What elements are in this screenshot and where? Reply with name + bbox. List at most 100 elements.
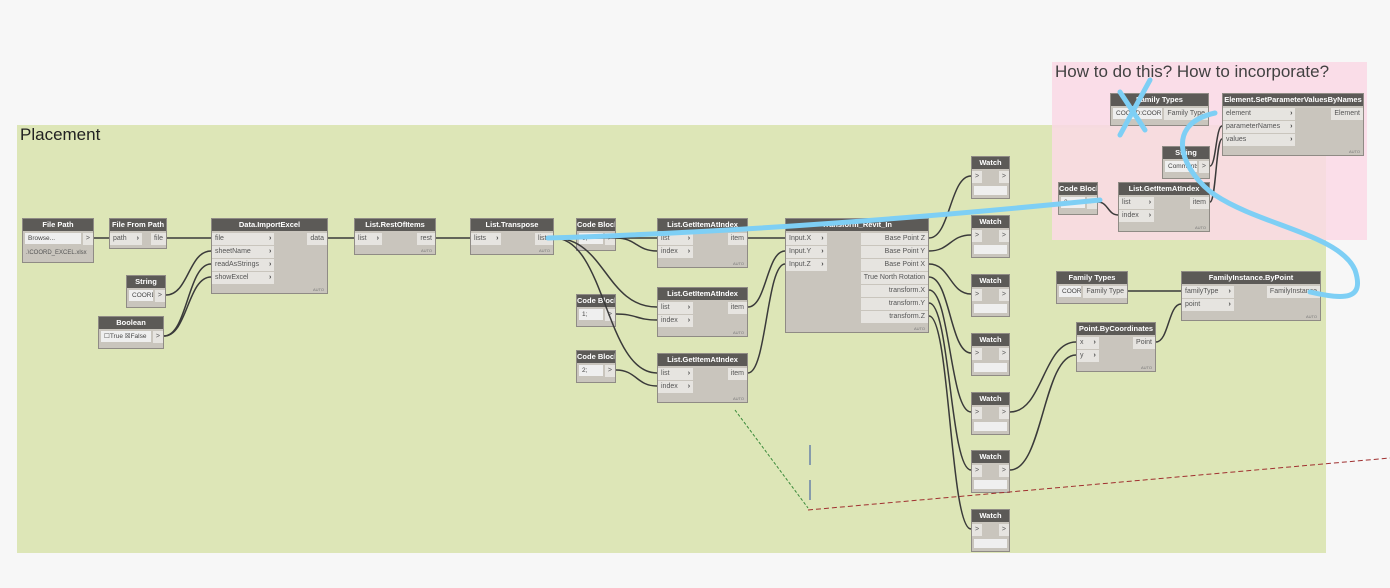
node-w3[interactable]: Watch>>	[971, 274, 1010, 317]
input-port[interactable]: file›	[212, 233, 275, 245]
node-w5[interactable]: Watch>>	[971, 392, 1010, 435]
input-port[interactable]: index›	[658, 246, 694, 258]
input-port[interactable]: index›	[1119, 210, 1155, 222]
output-port[interactable]: rest	[417, 233, 435, 245]
input-port[interactable]: element›	[1223, 108, 1296, 120]
output-port[interactable]: >	[604, 365, 615, 377]
output-port[interactable]: Base Point X	[860, 259, 928, 271]
input-port[interactable]: list›	[658, 368, 694, 380]
output-port[interactable]: >	[152, 331, 163, 343]
output-port[interactable]: transform.Y	[860, 298, 928, 310]
input-port[interactable]: parameterNames›	[1223, 121, 1296, 133]
output-port[interactable]: file	[151, 233, 166, 245]
output-port[interactable]: >	[998, 524, 1009, 536]
output-port[interactable]: Element	[1331, 108, 1363, 120]
node-value[interactable]: 1;	[579, 309, 603, 320]
input-port[interactable]: lists›	[471, 233, 502, 245]
node-value[interactable]: COORD:COORD ▾	[1113, 108, 1163, 119]
node-value[interactable]: Comments	[1165, 161, 1197, 172]
output-port[interactable]: >	[82, 233, 93, 245]
output-port[interactable]: data	[307, 233, 327, 245]
input-port[interactable]: y›	[1077, 350, 1099, 362]
output-port[interactable]: Base Point Z	[860, 233, 928, 245]
output-port[interactable]: FamilyInstance	[1266, 286, 1320, 298]
output-port[interactable]: True North Rotation	[860, 272, 928, 284]
output-port[interactable]: >	[154, 290, 165, 302]
output-port[interactable]: >	[998, 289, 1009, 301]
output-port[interactable]: >	[998, 171, 1009, 183]
input-port[interactable]: list›	[355, 233, 382, 245]
input-port[interactable]: x›	[1077, 337, 1099, 349]
output-port[interactable]: item	[727, 302, 747, 314]
input-port[interactable]: >	[972, 230, 983, 242]
node-value[interactable]: 2;	[579, 365, 603, 376]
input-port[interactable]: sheetName›	[212, 246, 275, 258]
output-port[interactable]: >	[998, 465, 1009, 477]
input-port[interactable]: >	[972, 524, 983, 536]
input-port[interactable]: values›	[1223, 134, 1296, 146]
input-port[interactable]: Input.Z›	[786, 259, 827, 271]
input-port[interactable]: list›	[658, 302, 694, 314]
input-port[interactable]: >	[972, 289, 983, 301]
node-value[interactable]: Browse...	[25, 233, 81, 244]
input-port[interactable]: path›	[110, 233, 142, 245]
node-w2[interactable]: Watch>>	[971, 215, 1010, 258]
node-value[interactable]: 3;	[1061, 197, 1085, 208]
input-port[interactable]: >	[972, 348, 983, 360]
output-port[interactable]: transform.Z	[860, 311, 928, 323]
node-boolean[interactable]: Boolean☐True ☒False>	[98, 316, 164, 349]
output-port[interactable]: >	[604, 233, 615, 245]
output-port[interactable]: item	[727, 368, 747, 380]
input-port[interactable]: index›	[658, 381, 694, 393]
input-port[interactable]: >	[972, 171, 983, 183]
output-port[interactable]: >	[998, 230, 1009, 242]
output-port[interactable]: lists	[534, 233, 553, 245]
input-port[interactable]: readAsStrings›	[212, 259, 275, 271]
node-w4[interactable]: Watch>>	[971, 333, 1010, 376]
node-value[interactable]: COORD	[129, 290, 153, 301]
input-port[interactable]: showExcel›	[212, 272, 275, 284]
output-port[interactable]: >	[1198, 161, 1209, 173]
output-port[interactable]: transform.X	[860, 285, 928, 297]
input-port[interactable]: >	[972, 407, 983, 419]
node-w1[interactable]: Watch>>	[971, 156, 1010, 199]
input-port[interactable]: Input.X›	[786, 233, 827, 245]
node-value[interactable]: COORD:COORD ▾	[1059, 286, 1082, 297]
node-value[interactable]: ☐True ☒False	[101, 331, 151, 342]
node-w6[interactable]: Watch>>	[971, 450, 1010, 493]
input-port[interactable]: >	[972, 465, 983, 477]
output-port[interactable]: item	[727, 233, 747, 245]
node-string1[interactable]: StringCOORD>	[126, 275, 166, 308]
output-port[interactable]: Point	[1133, 337, 1155, 349]
output-port[interactable]: >	[604, 309, 615, 321]
output-port[interactable]: item	[1189, 197, 1209, 209]
output-port[interactable]: >	[1086, 197, 1097, 209]
input-port[interactable]: point›	[1182, 299, 1234, 311]
input-port[interactable]: list›	[1119, 197, 1155, 209]
output-port[interactable]: Family Type	[1164, 108, 1208, 120]
output-port[interactable]: >	[998, 407, 1009, 419]
node-w7[interactable]: Watch>>	[971, 509, 1010, 552]
input-port[interactable]: index›	[658, 315, 694, 327]
input-port[interactable]: Input.Y›	[786, 246, 827, 258]
